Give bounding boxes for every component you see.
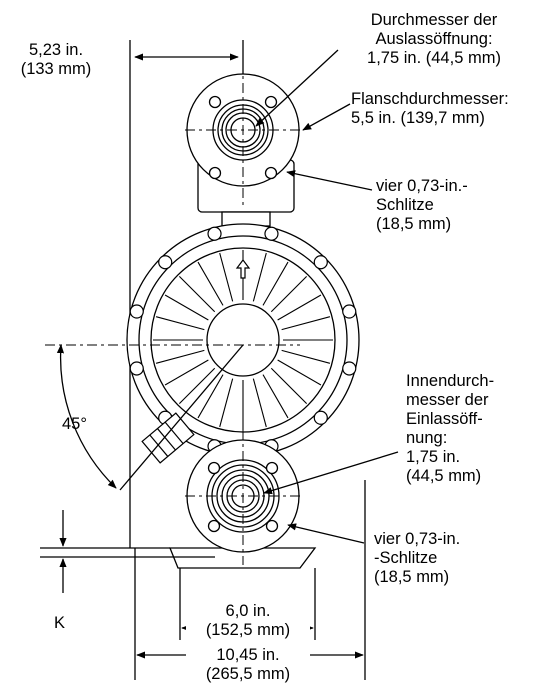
inlet-diameter-label-line5: 1,75 in. [406,448,461,466]
rib-line [262,261,289,306]
inlet-slots-label-line2: -Schlitze [374,549,438,567]
flow-arrow-icon [235,259,251,279]
rib-line [281,349,331,364]
rib-line [178,275,216,313]
top-width-label: 5,23 in. (133 mm) [8,41,104,79]
bolt-icon [342,361,357,376]
bolt-icon [313,410,328,425]
outlet-diameter-label-line1: Durchmesser der [370,11,498,29]
overall-width-label-line2: (265,5 mm) [205,665,291,683]
k-dimension [40,510,215,593]
rib-line [252,252,267,302]
housing-bolts [129,226,357,454]
angle-dimension [56,344,244,491]
bolt-icon [158,255,173,270]
top-width-label-line1: 5,23 in. [28,41,84,59]
rib-line [252,378,267,428]
outlet-diameter-label: Durchmesser der Auslassöffnung: 1,75 in.… [339,11,529,68]
rib-line [178,367,216,405]
rib-line [164,294,209,321]
k-label: K [54,614,66,632]
rib-line [270,275,308,313]
outlet-slots-label-line2: Schlitze [376,196,434,214]
bolt-icon [207,226,222,241]
mount-width-label: 6,0 in. (152,5 mm) [186,602,310,640]
rib-line [277,294,322,321]
rib-line [164,359,209,386]
overall-width-label: 10,45 in. (265,5 mm) [186,646,310,684]
mount-width-label-line1: 6,0 in. [225,602,271,620]
inlet-diameter-label-line3: Einlassöff- [406,410,483,428]
leader-lines [255,49,399,544]
diaphragm-ribs [153,250,333,430]
rib-line [270,367,308,405]
outlet-slots-label: vier 0,73-in.- Schlitze (18,5 mm) [376,177,468,234]
rib-line [197,261,224,306]
bolt-icon [313,255,328,270]
rib-line [262,374,289,419]
overall-width-label-line1: 10,45 in. [216,646,280,664]
inlet-diameter-label-line4: nung: [406,429,448,447]
rib-line [277,359,322,386]
rib-line [219,252,234,302]
angle-label: 45° [62,415,87,433]
top-width-label-line2: (133 mm) [20,60,92,78]
extension-lines [129,40,366,680]
bolt-icon [264,226,279,241]
inlet-diameter-label-line1: Innendurch- [406,372,495,390]
bolt-icon [129,304,144,319]
rib-line [281,316,331,331]
outlet-slots-label-line3: (18,5 mm) [376,215,452,233]
flange-diameter-label-line1: Flanschdurchmesser: [351,90,509,108]
air-fitting [141,412,195,464]
outlet-diameter-label-line3: 1,75 in. (44,5 mm) [367,49,501,67]
rib-line [155,316,205,331]
inlet-diameter-label-line6: (44,5 mm) [406,467,482,485]
flange-diameter-label-line2: 5,5 in. (139,7 mm) [351,109,485,127]
flange-diameter-label: Flanschdurchmesser: 5,5 in. (139,7 mm) [351,90,509,128]
bolt-icon [129,361,144,376]
mount-width-label-line2: (152,5 mm) [205,621,291,639]
inlet-slots-label: vier 0,73-in. -Schlitze (18,5 mm) [374,530,460,587]
inlet-diameter-label-line2: messer der [406,391,489,409]
bolt-icon [342,304,357,319]
rib-line [155,349,205,364]
outlet-slots-label-line1: vier 0,73-in.- [376,177,468,195]
rib-line [197,374,224,419]
rib-line [219,378,234,428]
inlet-slots-label-line1: vier 0,73-in. [374,530,461,548]
outlet-diameter-label-line2: Auslassöffnung: [375,30,493,48]
inlet-diameter-label: Innendurch- messer der Einlassöff- nung:… [406,372,494,486]
inlet-slots-label-line3: (18,5 mm) [374,568,450,586]
